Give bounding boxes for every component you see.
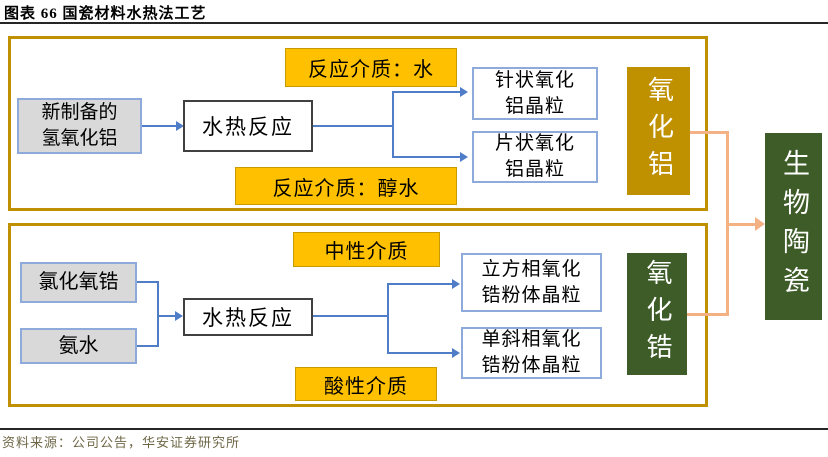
connector-line [313,125,393,127]
connector-line-orange [687,313,729,316]
output-monoclinic-line2: 锆粉体晶粒 [481,355,582,376]
hydrothermal-reaction-label: 水热反应 [202,115,294,139]
connector-line [387,284,389,354]
connector-line [157,281,159,347]
input-box-zirconium-oxychloride: 氯化氧锆 [20,262,137,303]
arrow-right-icon [452,348,460,358]
input-box-aluminum-hydroxide-line1: 新制备的 [41,102,118,124]
connector-line [137,345,159,347]
input-box-ammonia: 氨水 [20,328,137,364]
output-monoclinic-line1: 单斜相氧化 [481,329,582,351]
source-note: 资料来源：公司公告，华安证券研究所 [2,435,241,450]
product-alumina-label: 氧化铝 [644,75,674,187]
title-divider [0,22,828,24]
arrow-right-icon [176,121,184,131]
connector-line [387,283,454,285]
final-product-label: 生物陶瓷 [779,148,809,305]
connector-line [142,125,178,127]
hydrothermal-reaction-box-alumina: 水热反应 [183,100,313,152]
hydrothermal-reaction-label: 水热反应 [202,306,294,330]
connector-line [137,281,159,283]
figure-title: 图表 66 国瓷材料水热法工艺 [4,6,207,22]
footer-divider [0,428,828,430]
hydrothermal-reaction-box-zirconia: 水热反应 [183,298,313,336]
medium-label-neutral-text: 中性介质 [324,241,409,263]
output-needle-line1: 针状氧化 [494,69,575,91]
output-cubic-line1: 立方相氧化 [481,258,582,280]
connector-line [313,315,389,317]
connector-line-orange [726,223,756,226]
input-box-aluminum-hydroxide: 新制备的 氢氧化铝 [17,98,142,154]
arrow-right-icon [460,152,468,162]
output-cubic-line2: 锆粉体晶粒 [481,284,582,306]
connector-line [392,92,394,158]
output-box-monoclinic-zirconia: 单斜相氧化 锆粉体晶粒 [461,327,602,379]
arrow-right-icon [452,279,460,289]
input-box-aluminum-hydroxide-line2: 氢氧化铝 [41,128,118,149]
output-box-cubic-zirconia: 立方相氧化 锆粉体晶粒 [461,253,602,312]
connector-line-orange [690,131,729,134]
product-box-alumina: 氧化铝 [627,67,690,195]
output-flake-line1: 片状氧化 [494,133,575,155]
output-box-flake-alumina: 片状氧化 铝晶粒 [472,131,598,183]
medium-label-neutral: 中性介质 [293,232,440,267]
product-box-zirconia: 氧化锆 [627,253,687,375]
medium-label-alcohol-water-text: 反应介质：醇水 [272,177,420,200]
arrow-right-icon [175,311,183,321]
medium-label-acidic-text: 酸性介质 [324,375,408,398]
final-product-box-bioceramics: 生物陶瓷 [765,133,822,320]
medium-label-water-text: 反应介质：水 [308,59,434,81]
product-zirconia-label: 氧化锆 [643,258,672,370]
input-ammonia-label: 氨水 [58,334,99,357]
connector-line [392,156,462,158]
output-flake-line2: 铝晶粒 [504,159,565,180]
medium-label-alcohol-water: 反应介质：醇水 [235,167,457,205]
medium-label-water: 反应介质：水 [285,48,457,87]
output-needle-line2: 铝晶粒 [504,95,565,117]
medium-label-acidic: 酸性介质 [295,367,437,401]
arrow-right-icon [755,217,765,231]
connector-line [387,352,454,354]
connector-line [157,315,177,317]
output-box-needle-alumina: 针状氧化 铝晶粒 [472,67,598,120]
arrow-right-icon [460,87,468,97]
connector-line [392,91,462,93]
input-zirconium-label: 氯化氧锆 [38,271,119,293]
